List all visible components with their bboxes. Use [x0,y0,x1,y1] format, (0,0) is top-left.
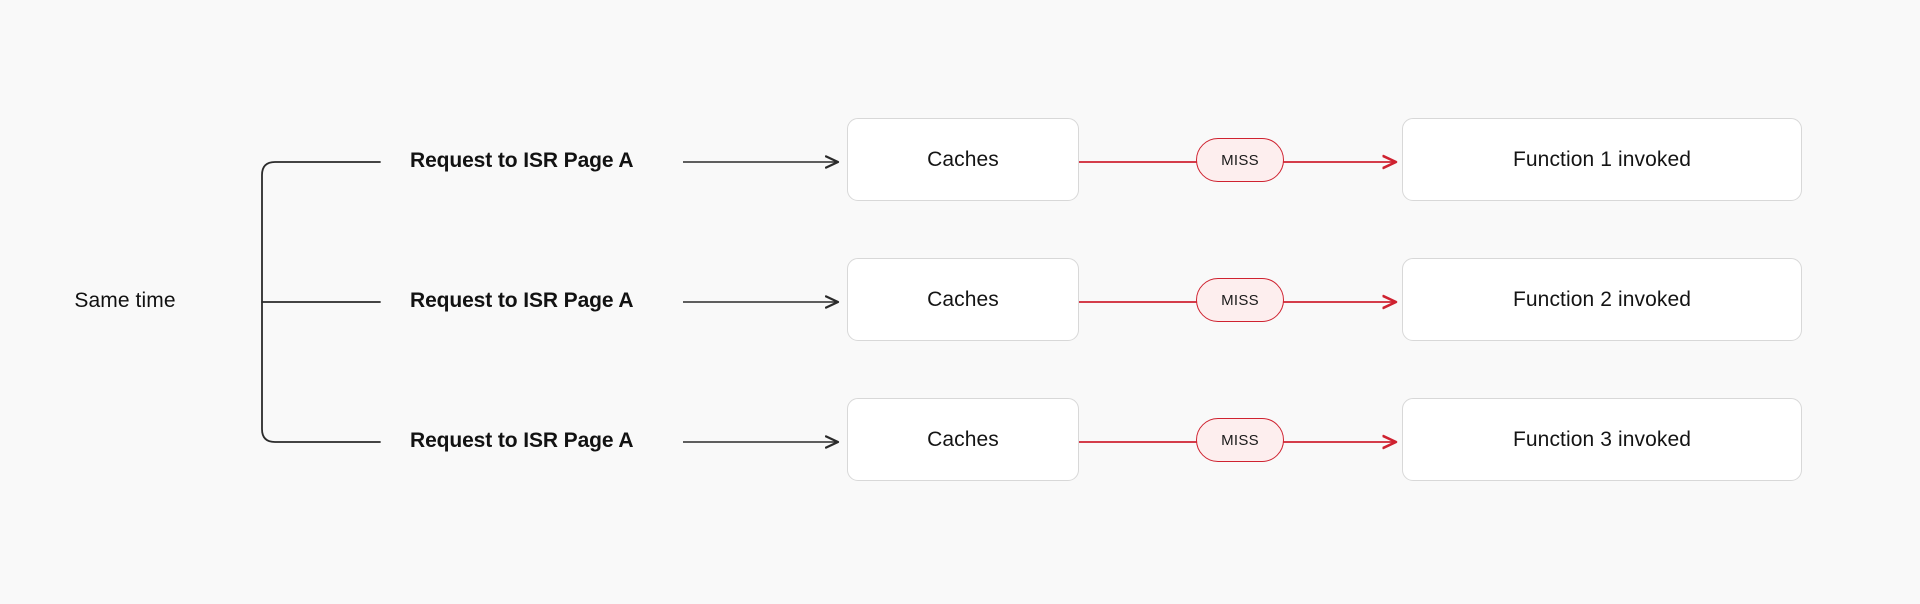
function-node-row-3: Function 3 invoked [1402,398,1802,481]
same-time-bracket [261,161,381,443]
cache-node-row-3: Caches [847,398,1079,481]
status-badge-row-2: MISS [1196,278,1284,322]
request-to-cache-arrows [683,162,838,442]
request-label-row-3: Request to ISR Page A [410,429,634,452]
status-badge-row-3: MISS [1196,418,1284,462]
cache-node-row-2: Caches [847,258,1079,341]
function-node-row-2: Function 2 invoked [1402,258,1802,341]
cache-node-row-1: Caches [847,118,1079,201]
request-label-row-2: Request to ISR Page A [410,289,634,312]
request-label-row-1: Request to ISR Page A [410,149,634,172]
function-node-row-1: Function 1 invoked [1402,118,1802,201]
status-badge-row-1: MISS [1196,138,1284,182]
miss-to-function-arrows [1281,162,1396,442]
cache-to-miss-lines [1079,161,1199,443]
same-time-label: Same time [74,289,176,312]
